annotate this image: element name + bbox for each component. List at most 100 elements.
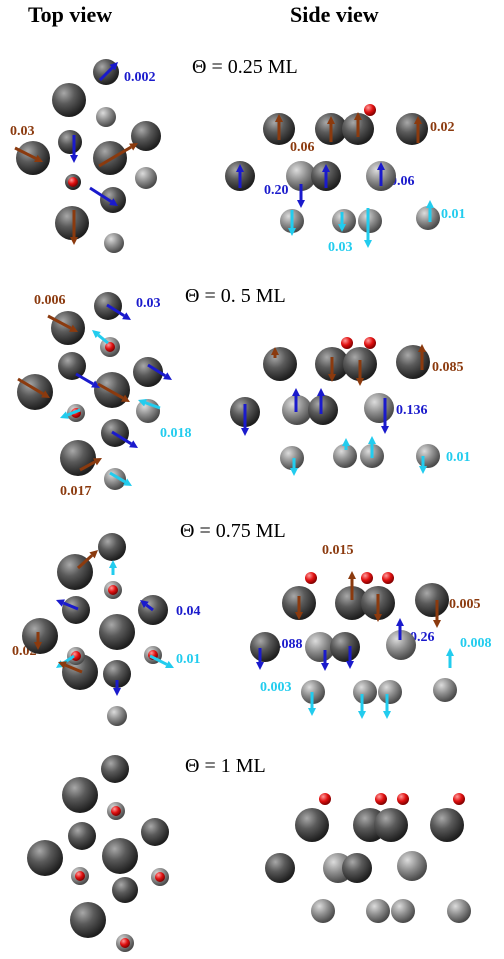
spin-arrow	[290, 458, 298, 476]
spin-arrow	[75, 372, 100, 388]
oxygen-atom	[453, 793, 465, 805]
moment-label: 0.017	[60, 484, 92, 499]
spin-arrow	[113, 680, 121, 696]
top-view-header: Top view	[28, 2, 113, 27]
spin-arrow	[98, 62, 118, 82]
spin-arrow	[446, 648, 454, 668]
metal-atom	[447, 899, 471, 923]
metal-atom	[62, 777, 98, 813]
spin-arrow	[328, 357, 336, 382]
metal-atom	[295, 808, 329, 842]
oxygen-atom	[105, 342, 115, 352]
metal-atom	[98, 533, 126, 561]
metal-atom	[416, 206, 440, 230]
oxygen-atom	[361, 572, 373, 584]
spin-arrow	[356, 360, 364, 386]
spin-arrow	[383, 694, 391, 719]
spin-arrow	[414, 116, 422, 143]
spin-arrow	[97, 382, 130, 402]
metal-atom	[103, 660, 131, 688]
spin-arrow	[76, 550, 98, 570]
spin-arrow	[342, 438, 350, 450]
metal-atom	[68, 822, 96, 850]
metal-atom	[342, 853, 372, 883]
moment-label: 0.006	[34, 293, 66, 308]
moment-label: 0.018	[160, 426, 192, 441]
spin-arrow	[106, 303, 131, 320]
metal-atom	[430, 808, 464, 842]
spin-arrow	[147, 363, 172, 380]
spin-arrow	[92, 330, 109, 345]
metal-atom	[70, 902, 106, 938]
metal-atom	[112, 877, 138, 903]
spin-arrow	[292, 388, 300, 412]
metal-atom	[374, 808, 408, 842]
moment-label: 0.01	[176, 652, 201, 667]
moment-label: 0.26	[410, 630, 435, 645]
metal-atom	[332, 209, 356, 233]
oxygen-atom	[382, 572, 394, 584]
spin-arrow	[58, 661, 83, 674]
metal-atom	[135, 167, 157, 189]
spin-arrow	[346, 646, 354, 669]
spin-arrow	[56, 599, 79, 611]
spin-arrow	[14, 146, 43, 162]
oxygen-atom	[375, 793, 387, 805]
metal-atom	[17, 374, 53, 410]
metal-atom	[263, 347, 297, 381]
moment-label: 0.06	[290, 140, 315, 155]
spin-arrow	[348, 571, 356, 600]
spin-arrow	[241, 404, 249, 436]
spin-arrow	[109, 471, 132, 486]
metal-atom	[416, 444, 440, 468]
metal-atom	[433, 678, 457, 702]
spin-arrow	[17, 377, 50, 398]
spin-arrow	[140, 600, 154, 612]
oxygen-atom	[75, 871, 85, 881]
oxygen-atom	[120, 938, 130, 948]
moment-label: 0.03	[328, 240, 353, 255]
spin-arrow	[377, 162, 385, 186]
metal-atom	[52, 83, 86, 117]
metal-atom	[265, 853, 295, 883]
oxygen-atom	[68, 177, 78, 187]
coverage-label-1: Θ = 1 ML	[185, 755, 266, 777]
oxygen-atom	[155, 872, 165, 882]
metal-atom	[386, 630, 416, 660]
metal-atom	[333, 444, 357, 468]
metal-atom	[250, 632, 280, 662]
spin-arrow	[433, 600, 441, 628]
spin-arrow	[358, 694, 366, 719]
spin-arrow	[419, 456, 427, 474]
spin-arrow	[364, 208, 372, 248]
metal-atom	[311, 899, 335, 923]
metal-atom	[286, 161, 316, 191]
metal-atom	[22, 618, 58, 654]
spin-arrow	[321, 650, 329, 671]
metal-atom	[58, 352, 86, 380]
oxygen-atom	[71, 651, 81, 661]
moment-label: 0.06	[390, 174, 415, 189]
spin-arrow	[138, 398, 161, 410]
coverage-label-075: Θ = 0.75 ML	[180, 520, 286, 542]
metal-atom	[358, 209, 382, 233]
spin-arrow	[297, 184, 305, 208]
coverage-label-05: Θ = 0. 5 ML	[185, 285, 286, 307]
spin-arrow	[327, 116, 335, 142]
metal-atom	[305, 632, 335, 662]
oxygen-atom	[341, 337, 353, 349]
metal-atom	[366, 899, 390, 923]
moment-label: 0.02	[430, 120, 455, 135]
spin-arrow	[368, 436, 376, 458]
spin-arrow	[111, 430, 138, 448]
spin-arrow	[271, 347, 279, 358]
spin-arrow	[109, 560, 117, 575]
spin-arrow	[34, 632, 42, 650]
metal-atom	[94, 372, 130, 408]
moment-label: 0.002	[124, 70, 156, 85]
metal-atom	[133, 357, 163, 387]
spin-arrow	[60, 408, 81, 419]
metal-atom	[58, 130, 82, 154]
spin-arrow	[426, 200, 434, 222]
metal-atom	[96, 107, 116, 127]
